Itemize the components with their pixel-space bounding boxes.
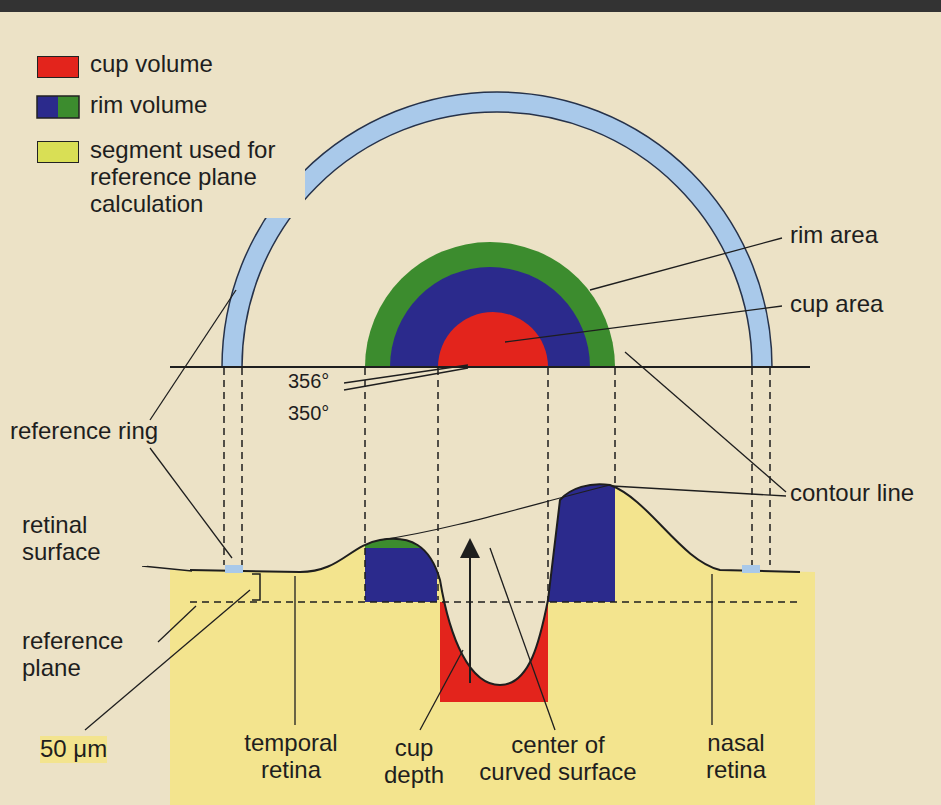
leader-lines	[85, 238, 786, 730]
projection-lines	[224, 368, 770, 600]
part-label: reference ring	[10, 418, 158, 445]
part-label: rim area	[790, 222, 878, 249]
legend-text: rim volume	[90, 92, 207, 119]
rim-area-blue	[390, 267, 590, 367]
angle-label: 356°	[288, 370, 329, 392]
rim-volume-right	[548, 470, 615, 602]
rim-area-green	[365, 242, 615, 367]
part-label: cup depth	[372, 735, 456, 789]
part-label: reference plane	[22, 628, 162, 682]
angle-label: 350°	[288, 402, 329, 424]
reference-ring-section	[225, 565, 243, 573]
cup-depth-arrow	[469, 548, 471, 683]
cup-volume	[440, 602, 548, 702]
reference-ring	[222, 92, 772, 367]
reference-plane-line	[190, 601, 800, 603]
part-label: contour line	[790, 480, 914, 507]
contour-line	[380, 485, 610, 540]
retinal-surface-line	[190, 484, 800, 685]
reference-ring-section	[742, 565, 760, 573]
cup-area	[438, 312, 548, 367]
part-label: center of curved surface	[472, 732, 644, 786]
rim-volume-swatch	[37, 96, 79, 118]
legend-text: segment used for reference plane calcula…	[90, 137, 305, 218]
top-band	[0, 0, 941, 12]
legend-text: cup volume	[90, 51, 213, 78]
rim-volume-green	[365, 528, 437, 548]
50um-bracket	[252, 574, 260, 600]
legend-swatch	[37, 141, 79, 163]
legend-swatch	[37, 56, 79, 78]
part-label: temporal retina	[232, 730, 350, 784]
dimension-label: 50 μm	[40, 736, 107, 763]
part-label: cup area	[790, 291, 883, 318]
horizontal-axis	[170, 366, 810, 368]
retina-ground	[170, 484, 815, 805]
part-label: retinal surface	[22, 512, 147, 566]
part-label: nasal retina	[690, 730, 782, 784]
rim-volume-left	[365, 548, 437, 602]
